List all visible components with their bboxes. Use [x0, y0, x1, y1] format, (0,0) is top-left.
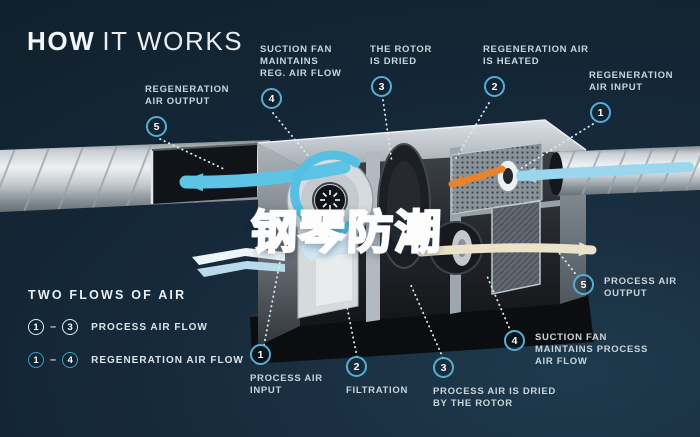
legend-row-regeneration-flow: 1 – 4 REGENERATION AIR FLOW: [28, 352, 244, 368]
callout-label: PROCESS AIR INPUT: [250, 373, 323, 397]
regeneration-input-arrow: [516, 162, 694, 184]
callout-label: FILTRATION: [346, 385, 409, 396]
callout-suction-fan-reg: SUCTION FAN MAINTAINS REG. AIR FLOW 4: [260, 44, 342, 110]
legend-label: PROCESS AIR FLOW: [91, 321, 208, 333]
callout-label: REGENERATION AIR OUTPUT: [145, 84, 230, 108]
process-output-arrow: [416, 242, 597, 257]
step-1-circle: 1: [590, 102, 611, 124]
process-inlet-compartment: [297, 220, 359, 319]
callout-regeneration-air-output: REGENERATION AIR OUTPUT 5: [145, 84, 230, 138]
callout-process-air-input: 1 PROCESS AIR INPUT: [250, 344, 323, 397]
callout-label: PROCESS AIR IS DRIED BY THE ROTOR: [433, 386, 556, 410]
legend-step-3-circle: 3: [62, 319, 79, 335]
heated-air-arrow: [448, 165, 506, 188]
callout-label: PROCESS AIR OUTPUT: [604, 276, 677, 300]
callout-label: REGENERATION AIR INPUT: [589, 70, 674, 94]
title-light: IT WORKS: [102, 26, 244, 56]
legend-label: REGENERATION AIR FLOW: [91, 354, 244, 366]
step-4-circle: 4: [261, 88, 282, 110]
range-dash: –: [50, 321, 57, 333]
duct-cutaway-window: [152, 144, 257, 204]
callout-label: REGENERATION AIR IS HEATED: [483, 44, 589, 68]
process-input-ribbon-top: [192, 248, 285, 265]
step-5-circle: 5: [573, 274, 594, 295]
title-bold: HOW: [27, 26, 96, 56]
callout-label: THE ROTOR IS DRIED: [370, 44, 433, 68]
legend-step-1-circle: 1: [28, 352, 44, 368]
desiccant-rotor: [377, 143, 431, 269]
step-2-circle: 2: [484, 76, 505, 98]
step-4-circle: 4: [504, 330, 525, 351]
legend-row-process-flow: 1 – 3 PROCESS AIR FLOW: [28, 319, 244, 335]
legend-two-flows: TWO FLOWS OF AIR 1 – 3 PROCESS AIR FLOW …: [28, 288, 244, 368]
callout-process-air-output: 5 PROCESS AIR OUTPUT: [573, 274, 677, 300]
legend-heading: TWO FLOWS OF AIR: [28, 288, 187, 302]
regeneration-inlet-port: [496, 159, 520, 193]
callout-suction-fan-process: 4 SUCTION FAN MAINTAINS PROCESS AIR FLOW: [504, 330, 648, 368]
callout-label: SUCTION FAN MAINTAINS REG. AIR FLOW: [260, 44, 342, 80]
callout-regeneration-air-input: REGENERATION AIR INPUT 1: [589, 70, 674, 124]
left-duct: [0, 140, 270, 212]
process-input-ribbon-bottom: [197, 261, 285, 277]
regeneration-output-arrow: [179, 160, 351, 192]
airflow-arrows: [179, 150, 694, 277]
regeneration-fan-swirl-arrow: [290, 150, 361, 236]
callout-label: SUCTION FAN MAINTAINS PROCESS AIR FLOW: [535, 332, 649, 368]
leader-lines: [159, 99, 594, 359]
step-1-circle: 1: [250, 344, 271, 365]
watermark-text: 钢琴防潮: [249, 205, 445, 260]
step-3-circle: 3: [371, 76, 392, 98]
range-dash: –: [50, 354, 57, 366]
callout-rotor-is-dried: THE ROTOR IS DRIED 3: [370, 44, 433, 98]
step-5-circle: 5: [146, 116, 167, 138]
legend-step-4-circle: 4: [62, 352, 79, 368]
step-3-circle: 3: [433, 357, 454, 378]
callout-regeneration-air-heated: REGENERATION AIR IS HEATED 2: [483, 44, 589, 98]
step-2-circle: 2: [346, 356, 367, 377]
callout-filtration: 2 FILTRATION: [346, 356, 408, 397]
legend-step-1-circle: 1: [28, 319, 44, 335]
callout-process-air-dried: 3 PROCESS AIR IS DRIED BY THE ROTOR: [433, 357, 556, 410]
